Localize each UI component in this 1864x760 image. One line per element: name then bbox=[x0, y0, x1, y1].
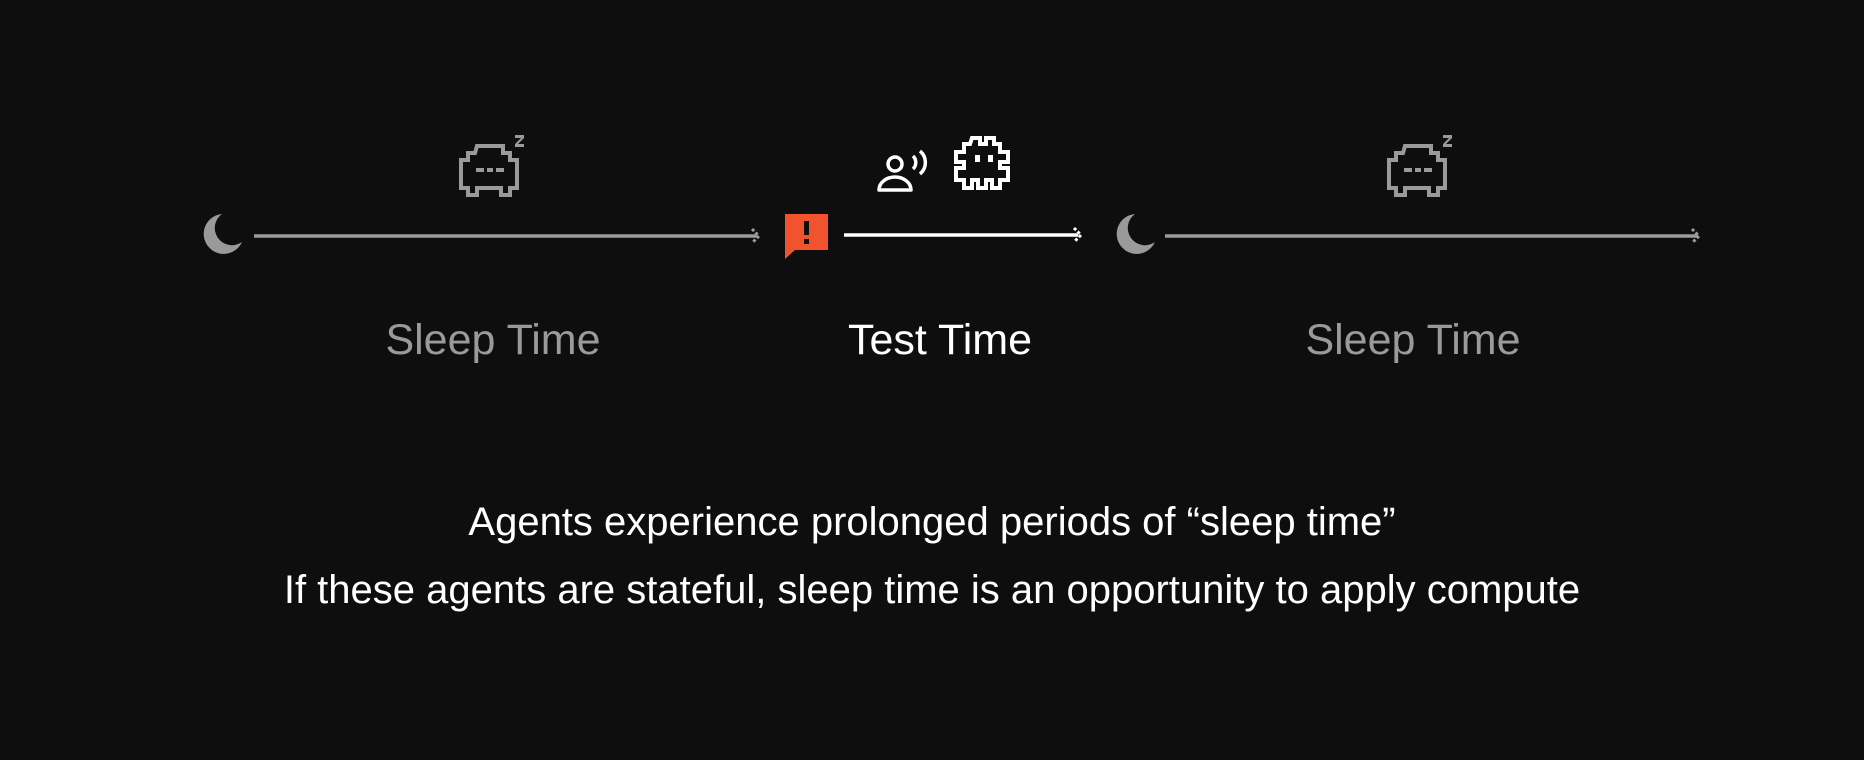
caption-line-2: If these agents are stateful, sleep time… bbox=[283, 568, 1581, 612]
sleeping-agent-icon bbox=[459, 144, 519, 197]
caption-line-1: Agents experience prolonged periods of “… bbox=[468, 500, 1396, 544]
segment-label-test-time: Test Time bbox=[848, 316, 1032, 364]
sleeping-agent-icon bbox=[1387, 144, 1447, 197]
segment-sleep-1 bbox=[203, 135, 761, 254]
sleep-z-icon bbox=[515, 135, 524, 147]
alert-message-icon bbox=[785, 214, 828, 259]
sleep-z-icon bbox=[1443, 135, 1452, 147]
segment-label-sleep-time: Sleep Time bbox=[1305, 316, 1521, 364]
moon-icon bbox=[203, 214, 242, 254]
moon-icon bbox=[1116, 214, 1155, 254]
user-speaking-icon bbox=[877, 149, 928, 192]
segment-test bbox=[785, 136, 1083, 259]
segment-sleep-2 bbox=[1116, 135, 1701, 254]
segment-label-sleep-time: Sleep Time bbox=[385, 316, 601, 364]
active-agent-icon bbox=[954, 136, 1010, 190]
